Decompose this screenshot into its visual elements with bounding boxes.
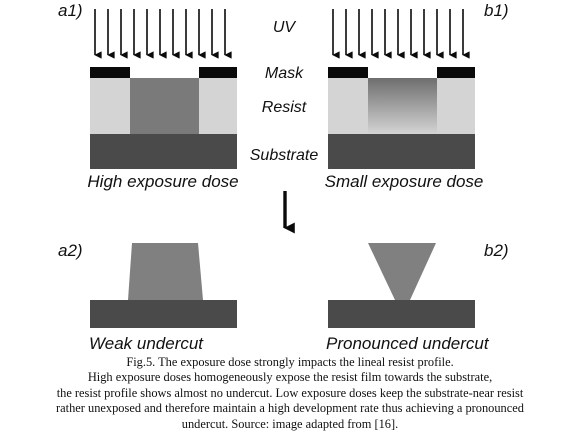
caption-line: Fig.5. The exposure dose strongly impact… [126,355,454,369]
small-dose-stack [328,67,475,169]
uv-arrows-right [332,9,470,59]
mask-label: Mask [265,65,304,82]
panel-label-a1: a1) [58,1,83,20]
substrate-label: Substrate [250,147,319,164]
small-dose-mask-right [437,67,475,78]
figure-caption: Fig.5. The exposure dose strongly impact… [0,355,580,432]
caption-line: rather unexposed and therefore maintain … [56,401,524,416]
weak-undercut-resist [128,243,203,300]
pronounced-undercut-profile [328,243,475,328]
panel-label-b1: b1) [484,1,509,20]
high-dose-resist-exposed [130,78,199,134]
weak-undercut-substrate [90,300,237,328]
caption-line: undercut. Source: image adapted from [16… [181,416,399,431]
small-dose-mask-left [328,67,368,78]
high-dose-stack [90,67,237,169]
high-dose-caption: High exposure dose [87,172,238,191]
pronounced-undercut-substrate [328,300,475,328]
high-dose-mask-right [199,67,237,78]
panel-label-a2: a2) [58,241,83,260]
caption-line: High exposure doses homogeneously expose… [87,370,493,385]
pronounced-undercut-caption: Pronounced undercut [326,334,490,353]
panel-label-b2: b2) [484,241,509,260]
uv-arrows-left [94,9,232,59]
caption-line: the resist profile shows almost no under… [56,385,524,400]
high-dose-substrate [90,134,237,169]
uv-label: UV [273,19,297,36]
resist-label: Resist [262,99,307,116]
weak-undercut-profile [90,243,237,328]
high-dose-mask-left [90,67,130,78]
pronounced-undercut-resist [368,243,436,300]
small-dose-resist-gradient [368,78,437,134]
weak-undercut-caption: Weak undercut [89,334,204,353]
small-dose-substrate [328,134,475,169]
small-dose-caption: Small exposure dose [325,172,484,191]
